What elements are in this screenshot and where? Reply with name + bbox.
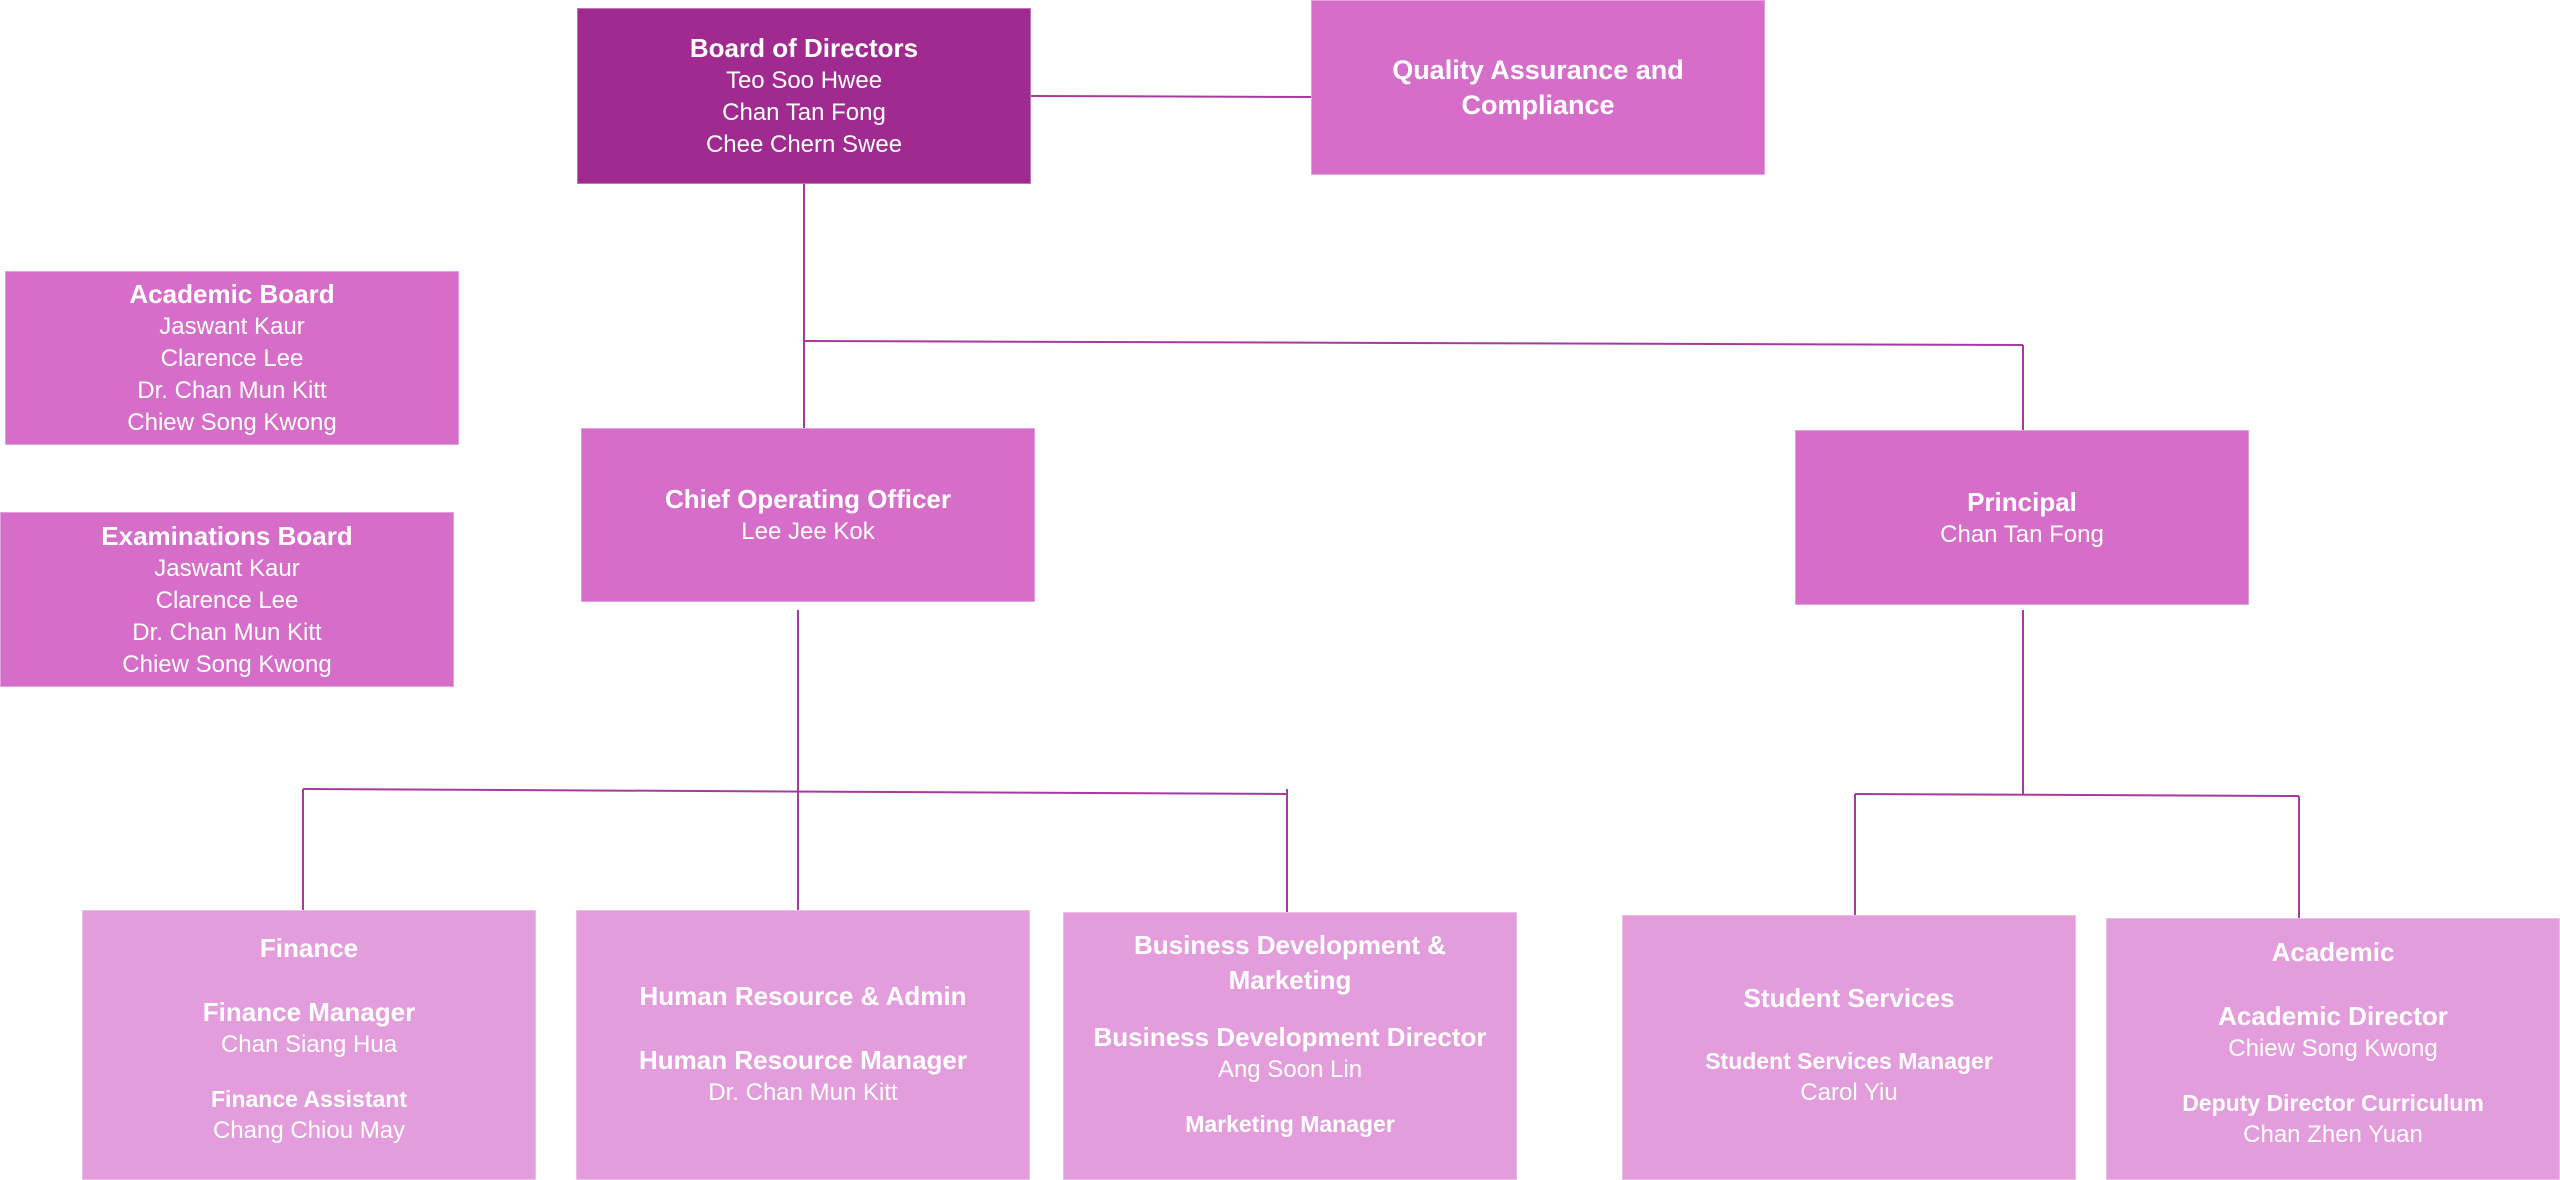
deputy-director-role: Deputy Director Curriculum [2182, 1090, 2484, 1116]
finance-assistant-name: Chang Chiou May [212, 1117, 406, 1144]
quality-assurance-box[interactable]: Quality Assurance and Compliance [1311, 0, 1765, 175]
bizdev-title: Business Development & Marketing [1133, 930, 1447, 995]
principal-name: Chan Tan Fong [1940, 520, 2104, 548]
academic-board-member: Clarence Lee [160, 345, 304, 372]
connector-coo-bus [302, 788, 1288, 795]
examinations-board-title: Examinations Board [101, 520, 353, 551]
deputy-director-name: Chan Zhen Yuan [2243, 1121, 2423, 1148]
student-services-title: Student Services [1743, 983, 1955, 1013]
board-of-directors-box[interactable]: Board of Directors Teo Soo Hwee Chan Tan… [577, 8, 1031, 184]
hr-manager-name: Dr. Chan Mun Kitt [708, 1079, 898, 1106]
student-services-manager-role: Student Services Manager [1705, 1048, 1993, 1074]
principal-box[interactable]: Principal Chan Tan Fong [1795, 430, 2249, 605]
board-member: Chan Tan Fong [722, 99, 886, 126]
hr-department-box[interactable]: Human Resource & Admin Human Resource Ma… [576, 910, 1030, 1180]
hr-title: Human Resource & Admin [639, 981, 967, 1011]
academic-title: Academic [2271, 937, 2395, 967]
finance-manager-role: Finance Manager [202, 997, 416, 1027]
academic-director-name: Chiew Song Kwong [2228, 1035, 2438, 1062]
connector-principal-bus [1854, 793, 2300, 797]
coo-title: Chief Operating Officer [664, 484, 952, 514]
examinations-board-member: Chiew Song Kwong [122, 650, 332, 678]
finance-title: Finance [259, 933, 359, 963]
academic-department-box[interactable]: Academic Academic Director Chiew Song Kw… [2106, 918, 2560, 1180]
academic-board-member: Jaswant Kaur [159, 313, 305, 340]
academic-board-member: Dr. Chan Mun Kitt [137, 377, 327, 404]
board-member: Teo Soo Hwee [725, 67, 883, 94]
examinations-board-box[interactable]: Examinations Board Jaswant Kaur Clarence… [0, 512, 454, 687]
examinations-board-member: Clarence Lee [155, 586, 299, 614]
coo-name: Lee Jee Kok [741, 518, 875, 545]
coo-box[interactable]: Chief Operating Officer Lee Jee Kok [581, 428, 1035, 602]
marketing-manager-role: Marketing Manager [1185, 1111, 1395, 1137]
principal-title: Principal [1967, 486, 2077, 517]
connector-board-bus [803, 340, 2024, 346]
bizdev-director-name: Ang Soon Lin [1217, 1056, 1363, 1083]
academic-board-box[interactable]: Academic Board Jaswant Kaur Clarence Lee… [5, 271, 459, 445]
finance-manager-name: Chan Siang Hua [220, 1031, 398, 1058]
bizdev-director-role: Business Development Director [1093, 1022, 1487, 1052]
connector-board-qa [1029, 95, 1312, 98]
student-services-department-box[interactable]: Student Services Student Services Manage… [1622, 915, 2076, 1180]
academic-board-member: Chiew Song Kwong [127, 409, 337, 436]
board-of-directors-title: Board of Directors [689, 33, 919, 63]
student-services-manager-name: Carol Yiu [1800, 1079, 1898, 1106]
quality-assurance-title: Quality Assurance and Compliance [1392, 54, 1684, 120]
academic-director-role: Academic Director [2218, 1001, 2448, 1031]
bizdev-department-box[interactable]: Business Development & Marketing Busines… [1063, 912, 1517, 1180]
finance-department-box[interactable]: Finance Finance Manager Chan Siang Hua F… [82, 910, 536, 1180]
examinations-board-member: Jaswant Kaur [154, 554, 300, 582]
board-member: Chee Chern Swee [705, 131, 903, 158]
examinations-board-member: Dr. Chan Mun Kitt [132, 618, 322, 646]
academic-board-title: Academic Board [129, 279, 335, 309]
finance-assistant-role: Finance Assistant [211, 1086, 407, 1112]
hr-manager-role: Human Resource Manager [639, 1045, 967, 1075]
